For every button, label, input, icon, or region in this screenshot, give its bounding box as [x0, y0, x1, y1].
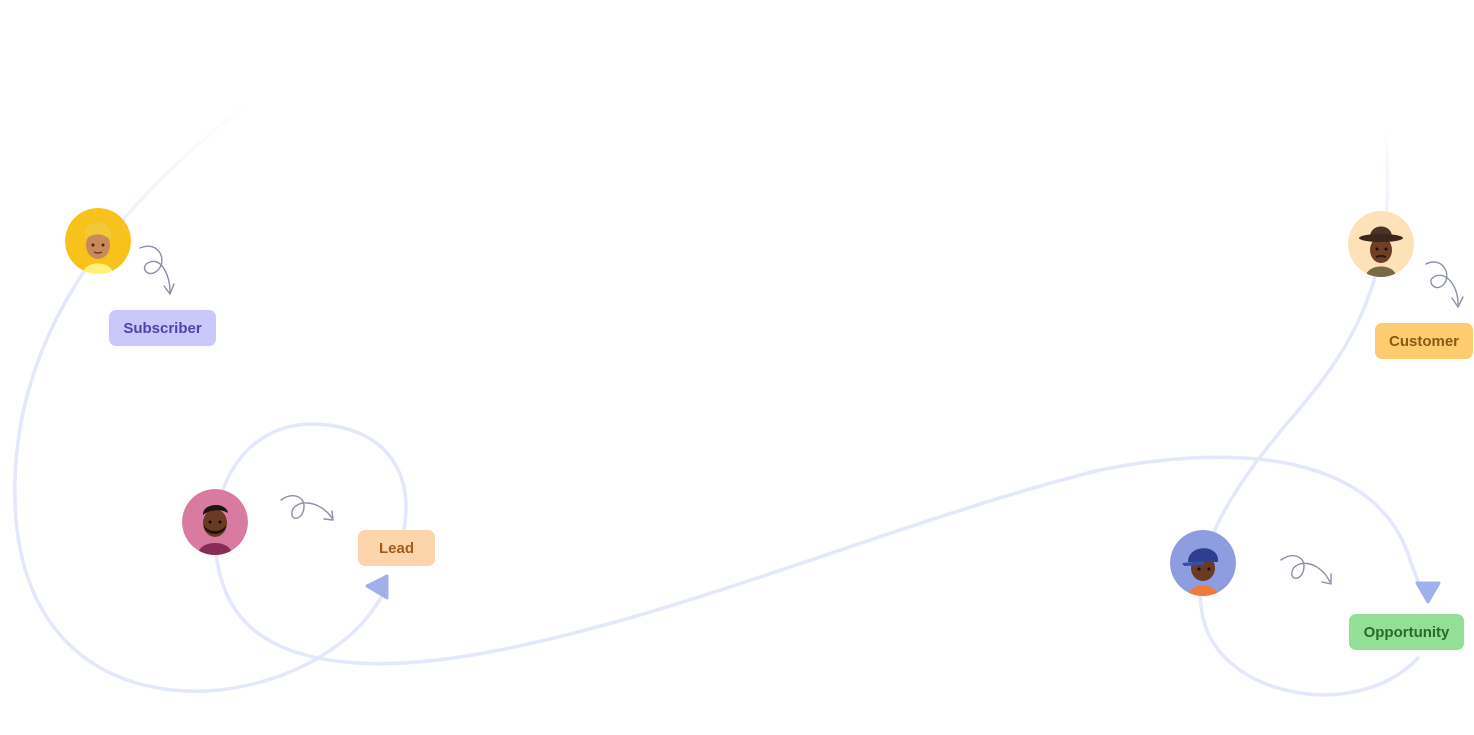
lead-squiggle-arrow-icon [280, 495, 334, 521]
subscriber-avatar [65, 208, 131, 274]
blond-boy-avatar [65, 208, 131, 274]
cap-boy-avatar [1170, 530, 1236, 596]
lead-badge: Lead [358, 530, 435, 566]
bearded-man-avatar [182, 489, 248, 555]
opportunity-arrowhead-icon [1415, 581, 1441, 604]
lead-arrowhead-icon [365, 574, 389, 600]
curve-subscriber-to-lead [13, 95, 387, 693]
opportunity-badge: Opportunity [1349, 614, 1464, 650]
customer-badge: Customer [1375, 323, 1473, 359]
opportunity-avatar [1170, 530, 1236, 596]
hat-man-avatar [1348, 211, 1414, 277]
subscriber-badge: Subscriber [109, 310, 216, 346]
customer-squiggle-arrow-icon [1425, 261, 1464, 308]
customer-avatar [1348, 211, 1414, 277]
curve-lead-to-opportunity [213, 422, 1424, 666]
opportunity-squiggle-arrow-icon [1280, 555, 1332, 585]
lead-avatar [182, 489, 248, 555]
subscriber-squiggle-arrow-icon [139, 245, 175, 295]
curve-opportunity-to-customer [1198, 123, 1420, 697]
